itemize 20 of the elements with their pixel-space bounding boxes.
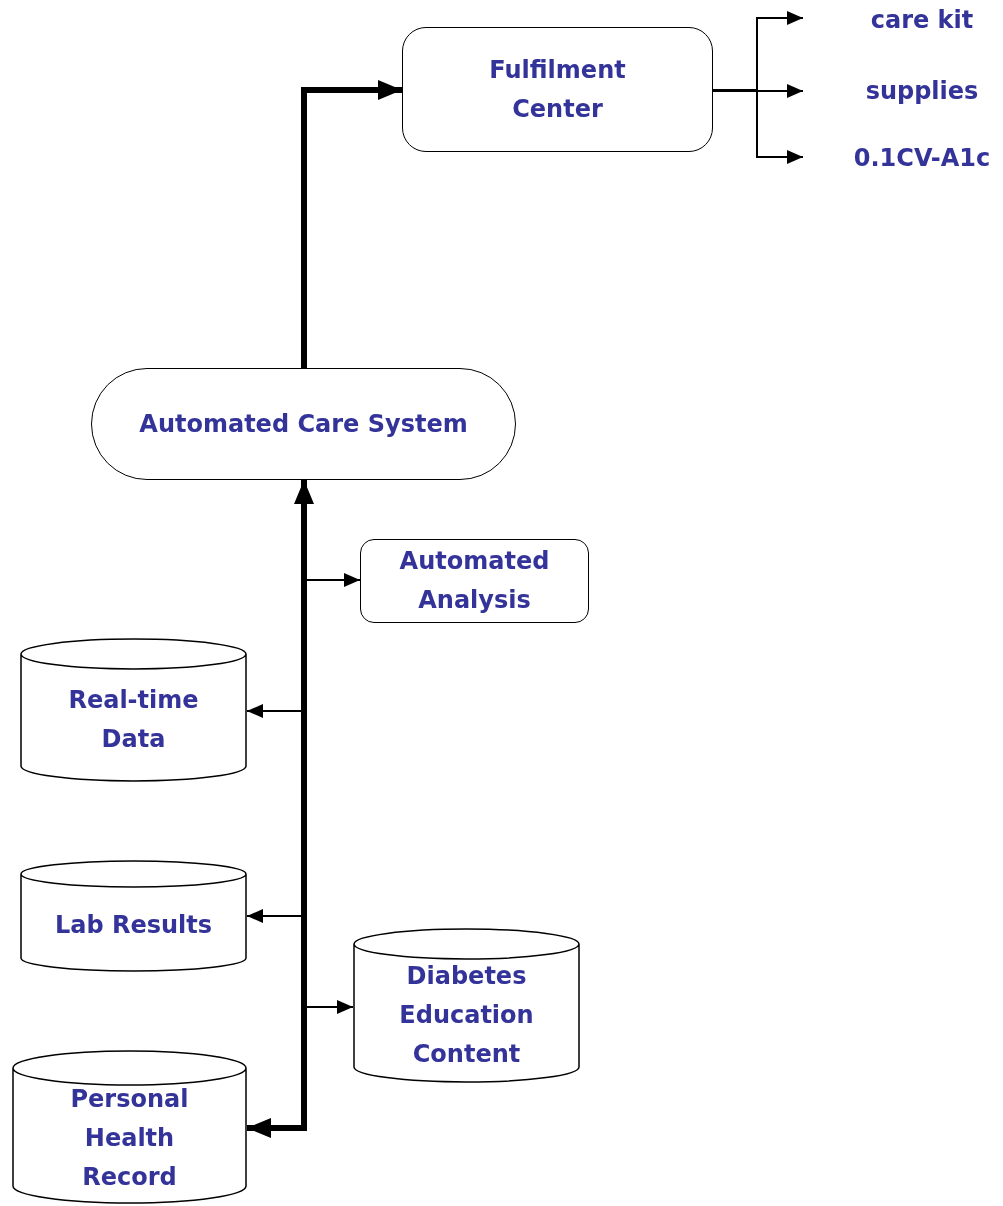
connector-arrow <box>247 480 314 1138</box>
node-label: supplies <box>865 75 979 107</box>
database-cylinder <box>353 928 580 1083</box>
process-box <box>360 539 589 623</box>
connector-arrow <box>301 80 402 368</box>
process-box <box>402 27 713 152</box>
node-label: care kit <box>870 4 974 36</box>
connector-arrow <box>712 84 804 98</box>
database-cylinder <box>20 860 247 972</box>
node-label: 0.1CV-A1c <box>853 142 991 174</box>
node-label: Automated Analysis <box>398 546 551 616</box>
database-cylinder <box>20 638 247 782</box>
node-label: Fulfilment Center <box>488 54 627 125</box>
connector-arrow <box>712 89 804 164</box>
node-label: Real-time Data <box>67 685 200 756</box>
node-label: Lab Results <box>54 909 213 941</box>
node-label: Diabetes Education Content <box>398 961 535 1071</box>
node-label: Personal Health Record <box>69 1084 190 1194</box>
node-label: Automated Care System <box>139 408 468 440</box>
database-cylinder <box>12 1050 247 1204</box>
